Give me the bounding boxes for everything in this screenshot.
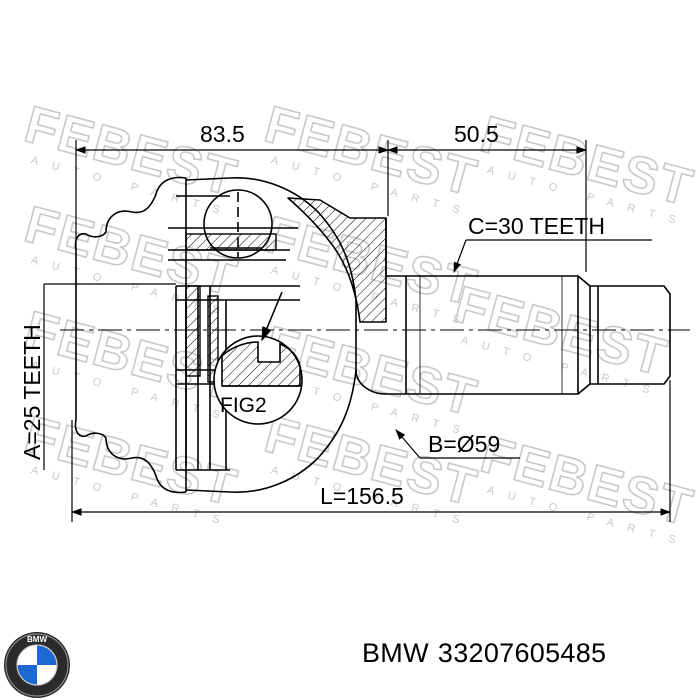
dimension-diameter: B=Ø59 (428, 431, 500, 457)
fig2-detail (213, 291, 303, 425)
bmw-logo: BMW (4, 632, 70, 698)
logo-quadrant-bottom-left (17, 665, 37, 685)
dimension-total-length: L=156.5 (320, 483, 404, 509)
logo-lettering: BMW (27, 635, 47, 644)
dimension-upper-width: 83.5 (200, 121, 245, 147)
dimension-shaft-length: 50.5 (454, 121, 499, 147)
logo-ring-highlight (5, 633, 69, 697)
dimension-inner-spline: A=25 TEETH (19, 324, 45, 460)
inner-race-hatch (185, 233, 277, 383)
dimension-lines (43, 140, 672, 522)
fig2-label: FIG2 (220, 394, 267, 417)
logo-quadrant-top-right (37, 645, 57, 665)
ball-bearing (203, 189, 273, 259)
watermark-11: FEBEST AUTO PARTS (474, 425, 700, 550)
caption-part-number: 33207605485 (437, 638, 607, 668)
part-caption: BMW 33207605485 (362, 638, 606, 669)
output-shaft (405, 275, 671, 395)
dimension-outer-spline: C=30 TEETH (468, 213, 605, 239)
watermark-9: FEBEST AUTO PARTS (18, 405, 244, 530)
caption-brand: BMW (362, 638, 429, 668)
